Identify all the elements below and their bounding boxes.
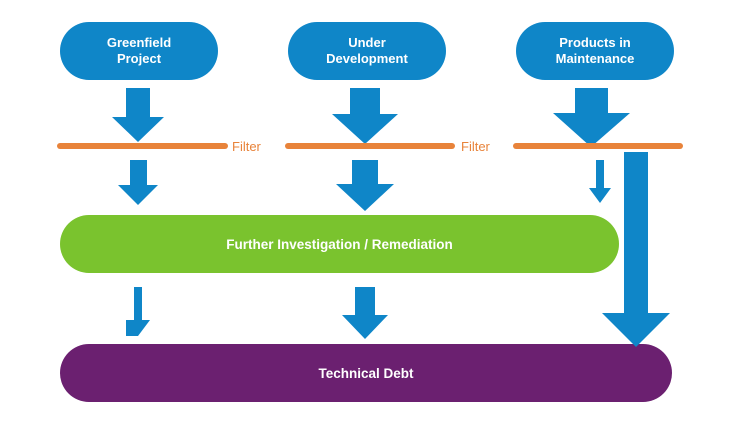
source-pill-under-development-line2: Development	[326, 51, 408, 66]
arrow-filter3-to-remediation-icon	[589, 160, 611, 203]
arrow-remediation-to-debt-left-icon	[126, 287, 150, 336]
arrow-remediation-to-debt-center-icon	[342, 287, 388, 339]
source-pill-under-development[interactable]: Under Development	[288, 22, 446, 80]
stage-band-technical-debt[interactable]: Technical Debt	[60, 344, 672, 402]
arrow-greenfield-to-filter-icon	[112, 88, 164, 142]
stage-band-technical-debt-label: Technical Debt	[318, 365, 414, 381]
stage-band-remediation-label: Further Investigation / Remediation	[226, 236, 453, 252]
arrow-filter1-to-remediation-icon	[118, 160, 158, 205]
filter-label-2: Filter	[461, 139, 490, 154]
source-pill-under-development-line1: Under	[348, 35, 386, 51]
source-pill-greenfield-line1: Greenfield	[106, 35, 172, 51]
filter-label-1: Filter	[232, 139, 261, 154]
source-pill-greenfield-line2: Project	[116, 51, 162, 66]
stage-band-remediation[interactable]: Further Investigation / Remediation	[60, 215, 619, 273]
arrow-filter2-to-remediation-icon	[336, 160, 394, 211]
source-pill-greenfield[interactable]: Greenfield Project	[60, 22, 218, 80]
arrow-under-development-to-filter-icon	[332, 88, 398, 144]
source-pill-products-in-maintenance[interactable]: Products in Maintenance	[516, 22, 674, 80]
arrow-products-to-filter-icon	[553, 88, 630, 147]
source-pill-products-line1: Products in	[559, 35, 631, 51]
source-pill-products-line2: Maintenance	[555, 51, 635, 66]
